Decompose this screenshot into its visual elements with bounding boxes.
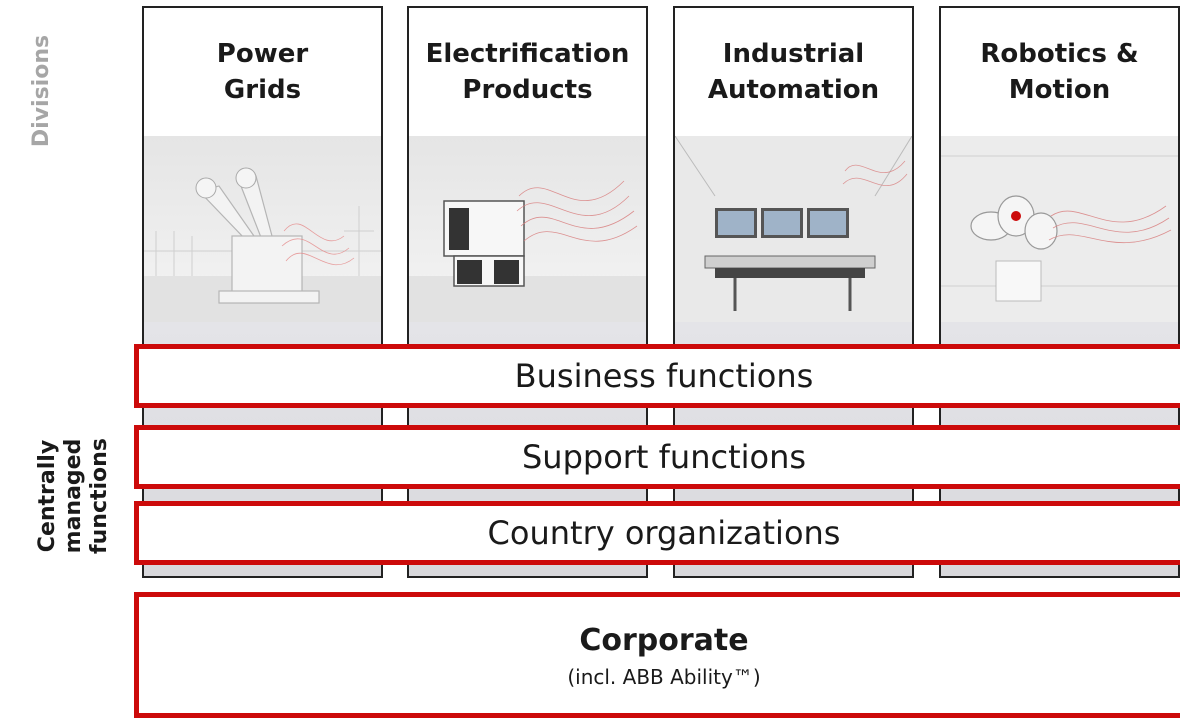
division-title: Electrification Products: [409, 8, 646, 136]
building-image: [409, 136, 646, 322]
division-title-line: Robotics &: [980, 39, 1139, 69]
corporate-subtitle: (incl. ABB Ability™): [567, 665, 761, 689]
central-label-line-1: Centrally: [35, 439, 60, 553]
division-title-line: Grids: [223, 75, 302, 105]
division-title-line: Motion: [1008, 75, 1111, 105]
corporate-title: Corporate: [579, 623, 749, 658]
division-title-line: Power: [216, 39, 309, 69]
transformer-image: [144, 136, 381, 322]
division-title-line: Products: [462, 75, 593, 105]
division-title-line: Automation: [707, 75, 880, 105]
business-functions-bar: Business functions: [134, 344, 1180, 408]
division-title: Industrial Automation: [675, 8, 912, 136]
division-title: Power Grids: [144, 8, 381, 136]
division-title: Robotics & Motion: [941, 8, 1178, 136]
robot-image: [941, 136, 1178, 322]
control-room-image: [675, 136, 912, 322]
division-robotics-motion: Robotics & Motion: [939, 6, 1180, 578]
division-industrial-automation: Industrial Automation: [673, 6, 914, 578]
centrally-managed-functions-label: Centrally managed functions: [35, 376, 135, 616]
division-title-line: Industrial: [722, 39, 865, 69]
central-label-line-3: functions: [87, 438, 112, 554]
division-title-line: Electrification: [425, 39, 630, 69]
central-label-line-2: managed: [61, 438, 86, 554]
country-organizations-bar: Country organizations: [134, 501, 1180, 565]
division-power-grids: Power Grids: [142, 6, 383, 578]
support-functions-bar: Support functions: [134, 425, 1180, 489]
division-electrification-products: Electrification Products: [407, 6, 648, 578]
corporate-box: Corporate (incl. ABB Ability™): [134, 592, 1180, 718]
divisions-label: Divisions: [29, 34, 54, 148]
